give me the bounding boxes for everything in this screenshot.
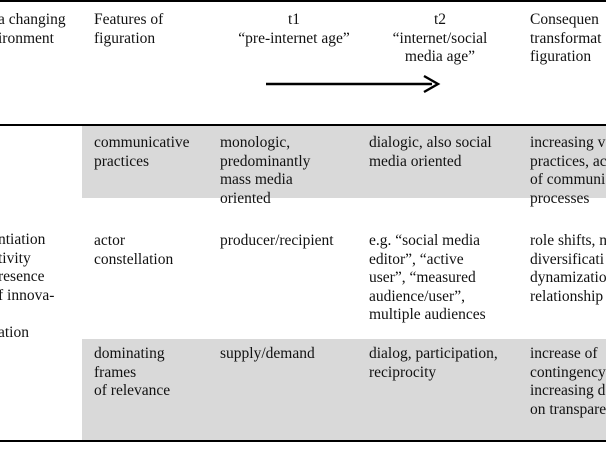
row-group-label: ntiation tivity resence f innova- ation (0, 231, 54, 342)
row-1-feature-line-1: communicative (94, 134, 190, 151)
row-2-consequence-line-1: role shifts, n (530, 232, 606, 249)
row-1-t1-line-1: monologic, (220, 134, 291, 151)
header-features-line-1: Features of (94, 11, 164, 28)
row-1-feature-line-2: practices (94, 152, 150, 170)
row-3-t2: dialog, participation, reciprocity (369, 345, 498, 382)
row-1-consequence-line-3: of communi (530, 171, 606, 188)
row-2-t1: producer/recipient (220, 232, 334, 251)
row-2-feature: actor constellation (94, 232, 173, 269)
row-2-t2-line-1: e.g. “social media (369, 232, 481, 249)
header-consequences: Consequen transformat figuration (530, 11, 601, 67)
row-group-label-line-2: tivity (0, 249, 31, 267)
row-shade-communicative (82, 126, 606, 198)
row-1-t2-line-1: dialogic, also social (369, 134, 492, 151)
header-t2: t2 “internet/social media age” (360, 11, 520, 67)
row-3-feature: dominating frames of relevance (94, 345, 170, 401)
header-t2-subtitle-line-1: “internet/social (392, 29, 488, 47)
row-group-label-line-5 (0, 305, 54, 324)
row-2-feature-line-1: actor (94, 232, 125, 249)
row-2-t2-line-2: editor”, “active (369, 250, 464, 268)
header-rule (0, 124, 606, 126)
row-2-t1-line-1: producer/recipient (220, 232, 334, 249)
row-group-label-line-3: resence (0, 268, 45, 285)
row-3-consequence-line-3: increasing d (530, 382, 606, 399)
row-2-t2: e.g. “social media editor”, “active user… (369, 232, 486, 325)
time-arrow-icon (266, 74, 441, 94)
header-environment: a changing ironment (0, 11, 66, 48)
row-1-consequence-line-1: increasing v (530, 134, 606, 151)
row-2-feature-line-2: constellation (94, 250, 174, 268)
row-group-label-line-4: f innova- (0, 286, 55, 304)
header-consequences-line-2: transformat (530, 29, 602, 47)
header-features: Features of figuration (94, 11, 163, 48)
row-1-feature: communicative practices (94, 134, 190, 171)
row-1-t2: dialogic, also social media oriented (369, 134, 492, 171)
row-3-t1: supply/demand (220, 345, 315, 364)
header-environment-line-2: ironment (0, 29, 54, 47)
row-1-t1-line-4: oriented (220, 189, 271, 207)
row-3-t2-line-2: reciprocity (369, 363, 437, 381)
row-2-t2-line-5: multiple audiences (369, 306, 486, 323)
row-1-consequence: increasing v practices, ac of communi pr… (530, 134, 606, 208)
row-3-consequence: increase of contingency increasing d on … (530, 345, 606, 419)
row-group-label-line-6: ation (0, 323, 29, 341)
row-group-label-line-1: ntiation (0, 231, 46, 248)
header-consequences-line-1: Consequen (530, 11, 599, 28)
row-3-feature-line-3: of relevance (94, 382, 171, 399)
header-consequences-line-3: figuration (530, 48, 592, 65)
row-3-consequence-line-4: on transpare (530, 400, 606, 418)
header-t1: t1 “pre-internet age” (214, 11, 374, 48)
row-1-t1-line-3: mass media (220, 171, 293, 188)
header-t2-subtitle-line-2: media age” (404, 48, 476, 65)
header-t1-label: t1 (287, 11, 301, 28)
row-2-consequence-line-4: relationship (530, 287, 604, 305)
row-3-consequence-line-2: contingency (530, 363, 606, 381)
header-features-line-2: figuration (94, 29, 156, 47)
row-3-consequence-line-1: increase of (530, 345, 598, 362)
row-2-t2-line-4: audience/user”, (369, 287, 465, 305)
top-rule (0, 0, 606, 2)
row-1-consequence-line-4: processes (530, 189, 590, 207)
row-2-consequence-line-3: dynamizatio (530, 269, 606, 286)
row-3-t2-line-1: dialog, participation, (369, 345, 498, 362)
row-1-consequence-line-2: practices, ac (530, 152, 606, 170)
row-1-t1: monologic, predominantly mass media orie… (220, 134, 310, 208)
header-environment-line-1: a changing (0, 11, 66, 28)
row-1-t1-line-2: predominantly (220, 152, 311, 170)
row-3-feature-line-1: dominating (94, 345, 165, 362)
row-2-t2-line-3: user”, “measured (369, 269, 476, 286)
row-shade-dominating (82, 339, 606, 440)
row-2-consequence: role shifts, n diversificati dynamizatio… (530, 232, 606, 306)
row-3-feature-line-2: frames (94, 363, 137, 381)
row-1-t2-line-2: media oriented (369, 152, 462, 170)
header-t1-subtitle: “pre-internet age” (238, 29, 350, 47)
row-2-consequence-line-2: diversificati (530, 250, 605, 268)
bottom-rule (0, 440, 606, 442)
row-3-t1-line-1: supply/demand (220, 345, 315, 362)
header-t2-label: t2 (433, 11, 447, 28)
